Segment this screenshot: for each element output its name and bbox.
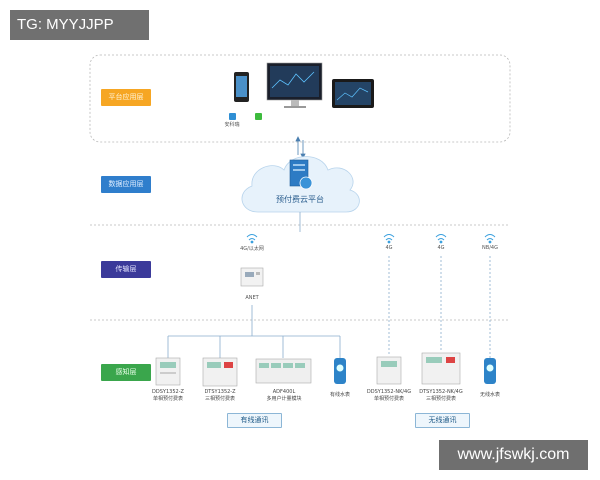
- wired-comm-badge: 有线通讯: [227, 413, 282, 428]
- device-model: ADF400L: [272, 389, 296, 395]
- device-desc: 无线水表: [479, 392, 500, 398]
- anet-gateway-device: [240, 267, 264, 287]
- device-model: DTSY1352-NK/4G: [419, 389, 463, 395]
- device-desc: 三相预付费表: [204, 396, 235, 402]
- single-phase-meter-wireless: [376, 356, 402, 385]
- three-phase-meter-wireless: [421, 352, 461, 385]
- desktop-monitor: [266, 62, 323, 108]
- watermark-bottom-right: www.jfswkj.com: [439, 440, 588, 470]
- device-caption-6: DTSY1352-NK/4G 三相预付费表: [412, 389, 470, 403]
- server-icon: [289, 159, 313, 190]
- device-caption-4: 有线水表: [320, 392, 360, 399]
- device-model: DDSY1352-NK/4G: [366, 389, 412, 395]
- multi-user-meter-module: [255, 358, 312, 384]
- wired-water-meter: [334, 358, 346, 384]
- layer-label-data: 数据应用层: [101, 176, 151, 193]
- app-badge-label: 安科瑞: [224, 122, 240, 128]
- cloud-platform-label: 预付费云平台: [276, 195, 324, 204]
- wireless-label-2: 4G: [437, 245, 445, 251]
- device-caption-7: 无线水表: [470, 392, 510, 399]
- ethernet-label: 4G/以太网: [240, 246, 264, 252]
- wireless-comm-badge: 无线通讯: [415, 413, 470, 428]
- wechat-icon: [255, 113, 262, 120]
- wired-bus: [167, 305, 341, 358]
- application-layer-frame: [89, 54, 511, 143]
- device-caption-5: DDSY1352-NK/4G 单相预付费表: [360, 389, 418, 403]
- wireless-links: [388, 256, 491, 358]
- device-desc: 三相预付费表: [425, 396, 456, 402]
- device-caption-3: ADF400L 多用户计量模块: [254, 389, 314, 403]
- wifi-icon: [246, 234, 496, 244]
- layer-label-application: 平台应用层: [101, 89, 151, 106]
- watermark-top-left: TG: MYYJJPP: [10, 10, 149, 40]
- device-model: DDSY1352-Z: [152, 389, 184, 395]
- layer-label-transport: 传输层: [101, 261, 151, 278]
- device-model: DTSY1352-Z: [204, 389, 236, 395]
- device-desc: 单相预付费表: [373, 396, 404, 402]
- wireless-water-meter: [484, 358, 496, 384]
- layer-label-perception: 感知层: [101, 364, 151, 381]
- wireless-label-1: 4G: [385, 245, 393, 251]
- bidirectional-arrows: [295, 136, 306, 159]
- tablet-device: [332, 79, 374, 108]
- single-phase-meter-wired: [155, 357, 181, 386]
- device-caption-2: DTSY1352-Z 三相预付费表: [192, 389, 248, 403]
- device-desc: 有线水表: [329, 392, 350, 398]
- device-caption-1: DDSY1352-Z 单相预付费表: [140, 389, 196, 403]
- device-desc: 单相预付费表: [152, 396, 183, 402]
- app-icon: [229, 113, 236, 120]
- device-desc: 多用户计量模块: [266, 396, 302, 402]
- three-phase-meter-wired: [202, 357, 238, 387]
- wireless-label-3: NB/4G: [482, 245, 498, 251]
- smartphone-device: [234, 72, 249, 102]
- gateway-label: ANET: [245, 295, 259, 301]
